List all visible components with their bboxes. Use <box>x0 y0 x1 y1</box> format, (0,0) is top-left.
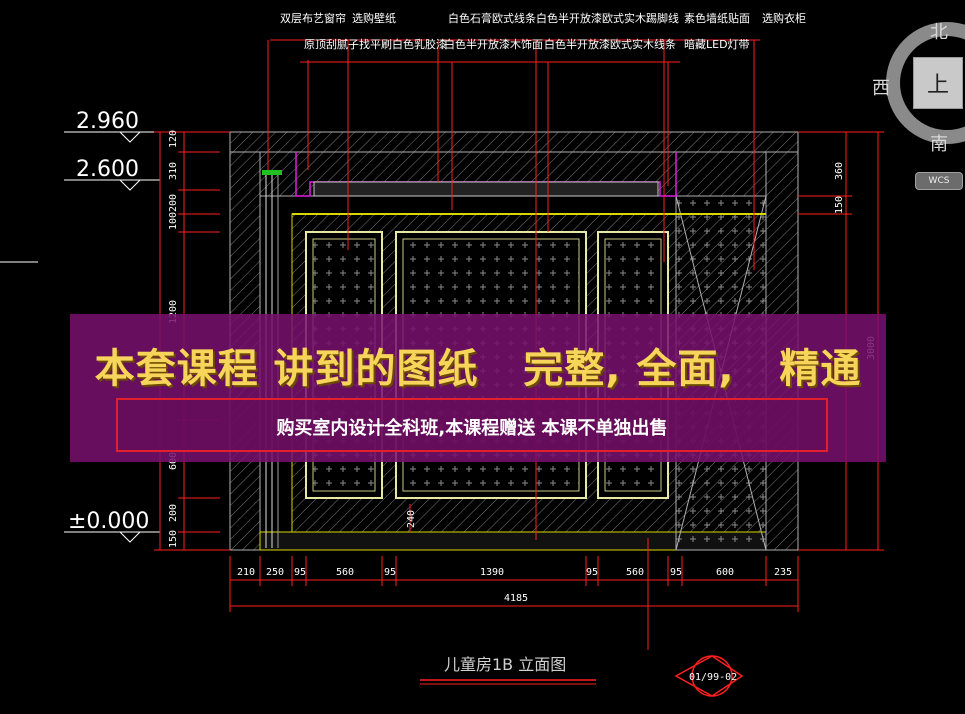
svg-text:白色半开放漆木饰面: 白色半开放漆木饰面 <box>444 37 543 51</box>
drawing-title: 儿童房1B 立面图 <box>444 655 566 674</box>
svg-text:250: 250 <box>266 567 284 578</box>
svg-text:暗藏LED灯带: 暗藏LED灯带 <box>684 37 750 51</box>
svg-text:选购衣柜: 选购衣柜 <box>762 11 806 25</box>
bottom-dim-texts: 210 250 95 560 95 1390 95 560 95 600 235… <box>237 567 792 604</box>
svg-text:双层布艺窗帘: 双层布艺窗帘 <box>280 11 346 25</box>
right-dim-360: 360 <box>834 162 845 180</box>
compass-north-label[interactable]: 北 <box>930 22 948 43</box>
svg-text:200: 200 <box>168 194 179 212</box>
promo-headline: 本套课程 讲到的图纸 完整, 全面, 精通 <box>94 346 862 392</box>
svg-text:白色半开放漆欧式实木线条: 白色半开放漆欧式实木线条 <box>544 37 676 51</box>
inner-dim-240: 240 <box>406 510 417 528</box>
promo-subline: 购买室内设计全科班,本课程赠送 本课不单独出售 <box>276 418 668 439</box>
svg-text:1390: 1390 <box>480 567 504 578</box>
svg-text:95: 95 <box>670 567 682 578</box>
leader-lines <box>267 39 760 540</box>
compass-south-label[interactable]: 南 <box>930 134 948 155</box>
svg-text:235: 235 <box>774 567 792 578</box>
svg-text:原顶刮腻子找平刷白色乳胶漆: 原顶刮腻子找平刷白色乳胶漆 <box>304 37 447 51</box>
svg-text:600: 600 <box>716 567 734 578</box>
level-2960: 2.960 <box>76 109 139 134</box>
svg-text:95: 95 <box>294 567 306 578</box>
svg-text:白色半开放漆欧式实木踢脚线: 白色半开放漆欧式实木踢脚线 <box>536 11 679 25</box>
svg-text:素色墙纸贴面: 素色墙纸贴面 <box>684 11 750 25</box>
svg-text:95: 95 <box>586 567 598 578</box>
level-0000: ±0.000 <box>68 509 149 534</box>
svg-text:1200: 1200 <box>168 300 179 324</box>
svg-text:01/99-02: 01/99-02 <box>689 672 737 683</box>
level-2600: 2.600 <box>76 157 139 182</box>
cornice <box>292 152 766 215</box>
svg-text:560: 560 <box>336 567 354 578</box>
svg-text:白色石膏欧式线条: 白色石膏欧式线条 <box>448 11 536 25</box>
wcs-menu-button[interactable]: WCS <box>915 172 963 190</box>
bottom-dimension-chain <box>229 556 799 612</box>
svg-text:100: 100 <box>168 212 179 230</box>
promo-box: 购买室内设计全科班,本课程赠送 本课不单独出售 <box>116 398 828 452</box>
svg-text:120: 120 <box>168 130 179 148</box>
viewcube-top-face[interactable]: 上 <box>913 57 963 109</box>
svg-text:选购壁纸: 选购壁纸 <box>352 11 396 25</box>
svg-text:310: 310 <box>168 162 179 180</box>
svg-text:150: 150 <box>168 530 179 548</box>
viewcube-compass[interactable]: 北 西 南 上 WCS <box>872 22 965 190</box>
compass-west-label[interactable]: 西 <box>872 78 890 99</box>
svg-text:210: 210 <box>237 567 255 578</box>
svg-text:95: 95 <box>384 567 396 578</box>
ceiling-slab <box>229 131 799 153</box>
svg-text:200: 200 <box>168 504 179 522</box>
section-callout: 01/99-02 <box>647 538 744 697</box>
annotation-labels: 双层布艺窗帘 选购壁纸 原顶刮腻子找平刷白色乳胶漆 白色石膏欧式线条 白色半开放… <box>280 11 806 51</box>
svg-text:4185: 4185 <box>504 593 528 604</box>
promo-banner: 本套课程 讲到的图纸 完整, 全面, 精通 购买室内设计全科班,本课程赠送 本课… <box>70 314 886 462</box>
svg-text:560: 560 <box>626 567 644 578</box>
right-dim-150: 150 <box>834 196 845 214</box>
